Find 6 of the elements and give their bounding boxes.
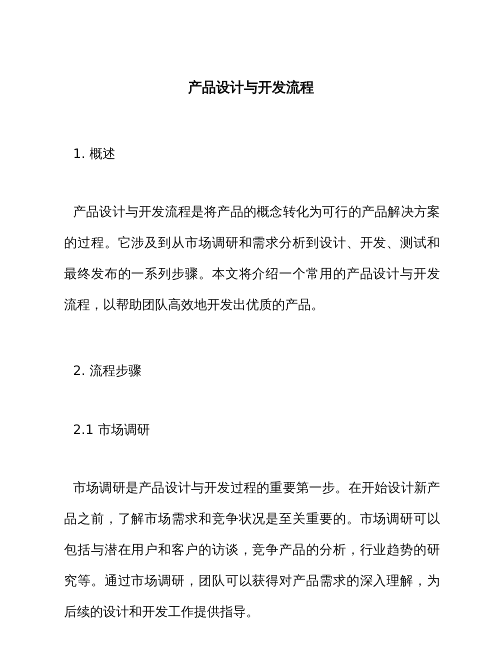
- subsection-heading: 2.1 市场调研: [73, 422, 150, 439]
- section-heading: 1. 概述: [73, 146, 116, 163]
- page-title: 产品设计与开发流程: [187, 79, 315, 97]
- section-heading: 2. 流程步骤: [73, 363, 142, 380]
- paragraph: 产品设计与开发流程是将产品的概念转化为可行的产品解决方案的过程。它涉及到从市场调研和需求分析到设计、开发、测试和最终发布的一系列步骤。本文将介绍一个常用的产品设计与开发流程，以帮助团队高效地开发出优质的产品。: [64, 204, 440, 315]
- paragraph: 市场调研是产品设计与开发过程的重要第一步。在开始设计新产品之前，了解市场需求和竞争状况是至关重要的。市场调研可以包括与潜在用户和客户的访谈，竞争产品的分析，行业趋势的研究等。通过市场调研，团队可以获得对产品需求的深入理解，为后续的设计和开发工作提供指导。: [64, 480, 440, 622]
